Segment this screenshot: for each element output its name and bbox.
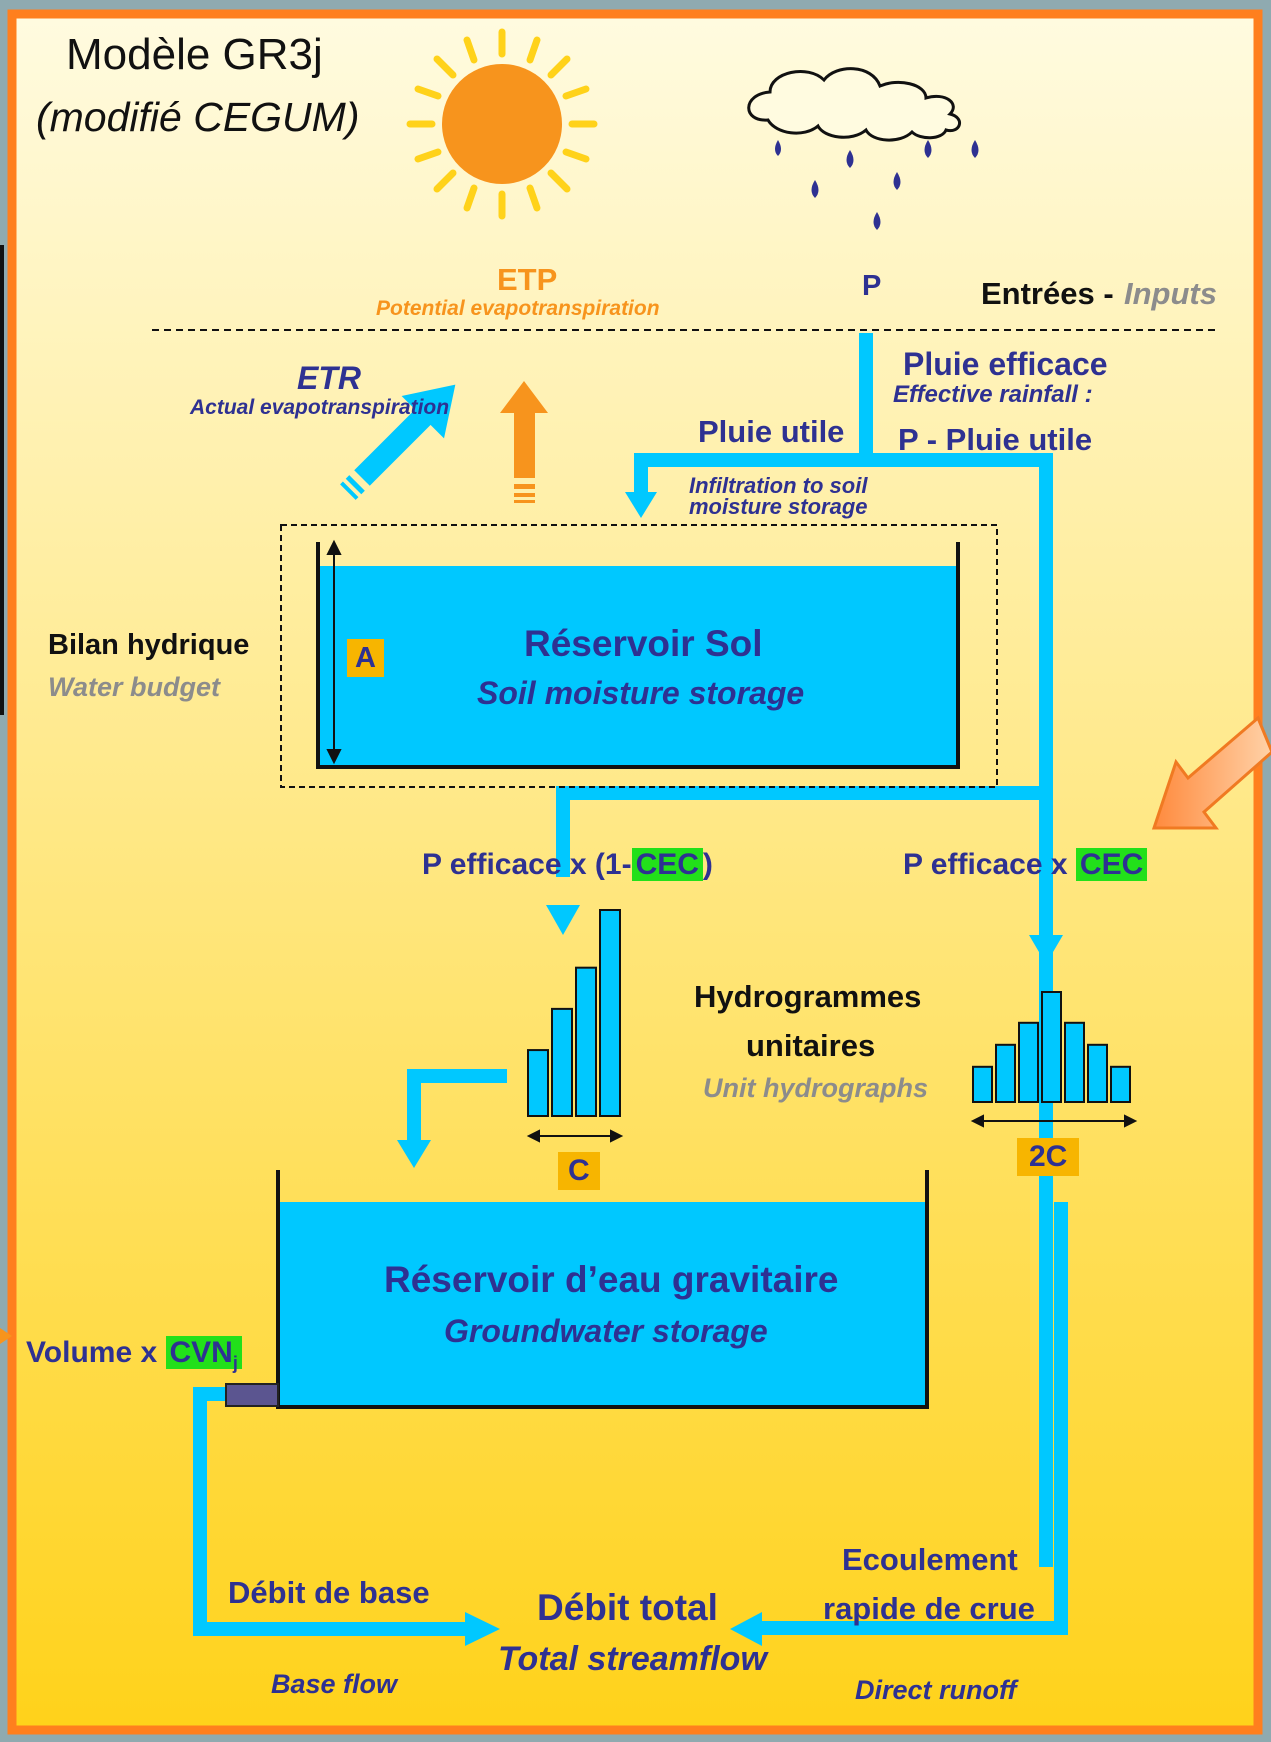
base-flow-sub: Base flow (271, 1669, 398, 1699)
param-a: A (347, 639, 384, 677)
model-title: Modèle GR3j (66, 30, 323, 79)
param-2c: 2C (1017, 1138, 1080, 1176)
unit-hydrograph-left-bar-3 (575, 966, 597, 1117)
split-left-prefix: P efficace x (1- (422, 848, 632, 881)
unit-hydrograph-left-bar-1 (527, 1049, 549, 1117)
etr-sub: Actual evapotranspiration (190, 396, 450, 419)
groundwater-tank (276, 1170, 929, 1409)
flow-arrowheads (397, 492, 1063, 1646)
groundwater-subtitle: Groundwater storage (444, 1313, 768, 1349)
cloud-icon (747, 67, 961, 142)
soil-capacity-arrow (326, 539, 342, 765)
groundwater-title: Réservoir d’eau gravitaire (384, 1259, 839, 1300)
param-cvn-sub: j (232, 1353, 238, 1373)
debit-total-label: Débit total (537, 1587, 718, 1628)
sun-icon (406, 28, 598, 220)
unit-hydrographs-sub: Unit hydrographs (703, 1073, 929, 1103)
soil-water (318, 566, 958, 766)
groundwater-water (280, 1202, 926, 1406)
raindrops-icon (775, 140, 979, 230)
unit-hydrograph-left-bar-4 (599, 909, 621, 1117)
entrees-label: Entrées - (981, 276, 1114, 311)
unit-hydrograph-right-bar-2 (995, 1043, 1016, 1104)
etp-arrow (500, 381, 548, 503)
unit-hydrograph-right-bar-1 (972, 1065, 993, 1104)
unit-hydrograph-left-span (526, 1129, 624, 1143)
split-right-label: P efficace x CEC (903, 845, 1148, 885)
unit-hydrograph-right (972, 991, 1131, 1104)
soil-title: Réservoir Sol (524, 623, 763, 664)
volume-cvn-label: Volume x CVNj (26, 1333, 242, 1383)
hydrogrammes-label: Hydrogrammes (694, 979, 922, 1014)
ecoulement-label: Ecoulement (842, 1542, 1018, 1577)
infiltration-line2: moisture storage (689, 494, 868, 519)
unit-hydrograph-right-bar-4 (1041, 991, 1062, 1103)
unit-hydrograph-right-bar-6 (1087, 1043, 1108, 1104)
infiltration-line1: Infiltration to soil (689, 473, 868, 498)
param-cvn: CVNj (165, 1336, 242, 1373)
left-edge-arrow (0, 1328, 12, 1344)
left-edge-bar (0, 245, 4, 715)
param-cec-left: CEC (631, 848, 703, 881)
rapide-de-crue-label: rapide de crue (823, 1591, 1035, 1626)
bilan-hydrique-label: Bilan hydrique (48, 629, 250, 661)
rain-pipe (193, 333, 1068, 1636)
unit-hydrograph-left-bar-2 (551, 1007, 573, 1118)
outlet-valve (225, 1383, 279, 1407)
etp-sub: Potential evapotranspiration (376, 297, 660, 320)
unit-hydrograph-right-bar-3 (1018, 1021, 1039, 1103)
unitaires-label: unitaires (746, 1028, 876, 1063)
unit-hydrograph-left (527, 909, 621, 1118)
unit-hydrograph-right-span (970, 1114, 1138, 1128)
split-left-label: P efficace x (1-CEC) (422, 845, 713, 885)
param-cec-right: CEC (1075, 848, 1148, 881)
pluie-efficace-label: Pluie efficace (903, 346, 1108, 382)
etr-label: ETR (297, 360, 361, 396)
unit-hydrograph-right-bar-7 (1110, 1065, 1131, 1104)
p-minus-pluie-utile: P - Pluie utile (898, 422, 1093, 457)
soil-dashed-frame (280, 524, 998, 788)
water-budget-sub: Water budget (48, 672, 221, 702)
pluie-utile-label: Pluie utile (698, 414, 845, 449)
split-left-suffix: ) (702, 848, 713, 881)
inputs-label: Inputs (1124, 276, 1217, 311)
param-c: C (558, 1152, 600, 1190)
volume-prefix: Volume x (26, 1336, 158, 1369)
model-subtitle: (modifié CEGUM) (36, 94, 360, 140)
etp-label: ETP (497, 262, 558, 297)
etr-arrow (340, 384, 456, 500)
direct-runoff-sub: Direct runoff (855, 1675, 1017, 1705)
cec-pointer-arrow (1151, 715, 1271, 830)
total-streamflow-sub: Total streamflow (498, 1640, 767, 1678)
soil-tank (316, 542, 960, 769)
pluie-efficace-sub: Effective rainfall : (893, 381, 1093, 408)
p-label: P (862, 270, 882, 302)
debit-de-base-label: Débit de base (228, 1575, 430, 1610)
soil-subtitle: Soil moisture storage (477, 675, 805, 711)
param-cvn-text: CVN (169, 1336, 233, 1369)
unit-hydrograph-right-bar-5 (1064, 1021, 1085, 1103)
split-right-prefix: P efficace x (903, 848, 1068, 881)
